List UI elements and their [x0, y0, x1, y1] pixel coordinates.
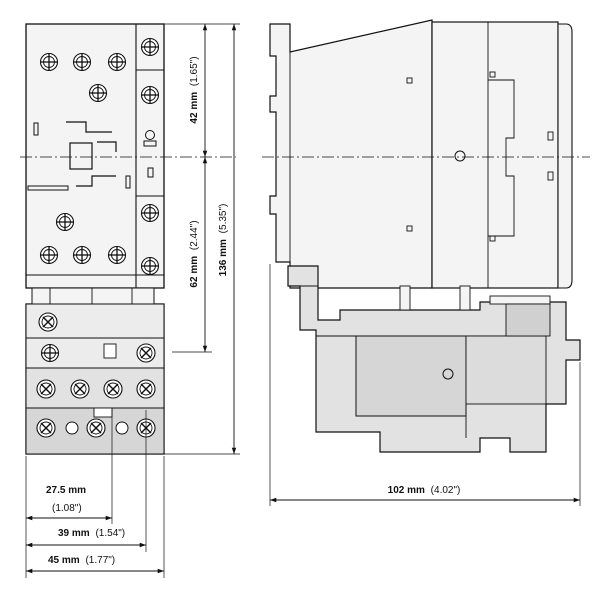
relay-screw-icon	[86, 418, 106, 438]
dim-42mm-label: 42 mm (1.65")	[189, 56, 200, 123]
front-dimensions: 42 mm (1.65") 62 mm (2.44") 136 mm (5.35…	[25, 23, 240, 578]
terminal-screw-icon	[140, 203, 160, 223]
terminal-screw-icon	[39, 245, 59, 265]
din-rail-clip	[269, 19, 433, 289]
contactor-side-body	[431, 21, 559, 289]
terminal-screw-icon	[72, 52, 92, 72]
dim-102mm-label: 102 mm (4.02")	[388, 485, 461, 496]
adjustment-dial-icon	[40, 343, 60, 363]
relay-screw-icon	[103, 379, 123, 399]
relay-screw-icon	[36, 379, 56, 399]
dim-27-5mm-imperial: (1.08")	[52, 503, 82, 514]
relay-screw-icon	[136, 379, 156, 399]
dim-62mm-label: 62 mm (2.44")	[189, 220, 200, 287]
relay-screw-icon	[136, 343, 156, 363]
terminal-screw-icon	[107, 245, 127, 265]
side-view	[262, 19, 590, 453]
depth-dimension: 102 mm (4.02")	[269, 264, 581, 506]
dim-136mm-label: 136 mm (5.35")	[218, 204, 229, 277]
contact-indicator	[69, 142, 93, 170]
relay-screw-icon	[70, 379, 90, 399]
front-view	[20, 23, 236, 455]
dim-39mm-label: 39 mm (1.54")	[58, 528, 125, 539]
terminal-screw-icon	[107, 52, 127, 72]
terminal-screw-icon	[140, 37, 160, 57]
terminal-screw-icon	[39, 52, 59, 72]
terminal-screw-icon	[55, 212, 75, 232]
terminal-screw-icon	[140, 256, 160, 276]
terminal-screw-icon	[88, 83, 108, 103]
terminal-screw-icon	[140, 85, 160, 105]
dim-27-5mm-label: 27.5 mm	[46, 485, 86, 496]
relay-screw-icon	[38, 312, 58, 332]
dim-45mm-label: 45 mm (1.77")	[48, 555, 115, 566]
terminal-screw-icon	[72, 245, 92, 265]
relay-screw-icon	[36, 418, 56, 438]
